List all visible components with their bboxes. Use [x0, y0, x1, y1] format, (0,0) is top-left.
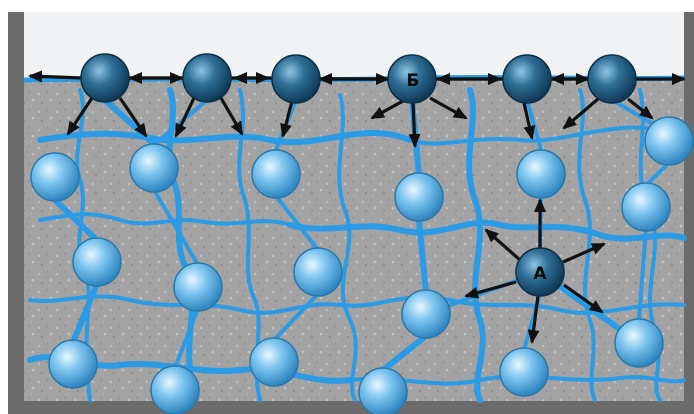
bulk-molecule — [401, 289, 451, 339]
bulk-molecule-label: А — [533, 264, 547, 284]
force-arrow — [527, 295, 540, 344]
bulk-molecule — [249, 337, 299, 387]
bond-line — [416, 217, 429, 295]
bulk-molecule — [614, 318, 664, 368]
bond-line — [272, 292, 320, 342]
air-region — [24, 12, 684, 78]
bond-line — [52, 197, 100, 243]
bulk-molecule — [30, 152, 80, 202]
bond-line — [37, 130, 413, 146]
force-arrow — [627, 97, 654, 120]
force-arrow — [28, 70, 83, 83]
force-arrow — [408, 102, 421, 148]
bulk-molecule — [129, 143, 179, 193]
force-arrow — [219, 97, 244, 136]
force-arrow — [280, 100, 294, 138]
bond-line — [173, 306, 200, 370]
force-arrow — [66, 97, 94, 136]
bond-line — [644, 161, 671, 187]
bond-line — [380, 333, 429, 373]
bond-line — [152, 188, 200, 267]
force-arrow — [464, 280, 517, 299]
bulk-molecule — [48, 339, 98, 389]
bond-line — [466, 87, 486, 403]
force-arrow — [562, 97, 600, 130]
bulk-molecule — [72, 237, 122, 287]
bond-line — [287, 219, 687, 242]
bulk-molecule — [394, 172, 444, 222]
bond-line — [638, 88, 662, 402]
bond-line — [610, 98, 657, 127]
vessel-left-wall — [8, 12, 24, 412]
bulk-molecule — [358, 367, 408, 414]
bulk-molecule — [251, 149, 301, 199]
bulk-molecule — [293, 247, 343, 297]
surface-molecule-label: Б — [407, 71, 420, 91]
force-arrow — [174, 97, 196, 138]
surface-molecule — [502, 54, 552, 104]
molecules — [30, 53, 694, 414]
force-arrow — [563, 283, 604, 314]
bond-line — [337, 93, 358, 402]
force-arrow — [522, 102, 536, 140]
force-arrow — [118, 97, 148, 138]
force-arrow — [484, 228, 522, 262]
bond-line — [408, 125, 662, 146]
bond-line — [152, 98, 209, 147]
force-arrow — [370, 99, 404, 120]
surface-molecule — [587, 54, 637, 104]
molecule-a — [515, 247, 565, 297]
bulk-molecule — [516, 149, 566, 199]
force-arrows — [28, 70, 686, 344]
bulk-molecule — [150, 365, 200, 414]
vessel-bottom — [8, 401, 694, 414]
force-arrow — [562, 242, 606, 264]
bulk-molecule — [499, 347, 549, 397]
bulk-molecule — [644, 116, 694, 166]
bulk-molecule — [621, 182, 671, 232]
surface-molecule — [182, 53, 232, 103]
bond-line — [75, 88, 92, 402]
surface-molecule — [271, 54, 321, 104]
molecule-b — [387, 54, 437, 104]
bond-line — [637, 227, 648, 322]
bulk-molecule — [173, 262, 223, 312]
bond-line — [577, 88, 597, 402]
bond-line — [338, 295, 686, 315]
surface-molecule — [80, 53, 130, 103]
bond-line — [70, 281, 100, 345]
bond-line — [274, 194, 320, 252]
force-arrow — [429, 96, 468, 120]
vessel-right-wall — [684, 12, 694, 412]
